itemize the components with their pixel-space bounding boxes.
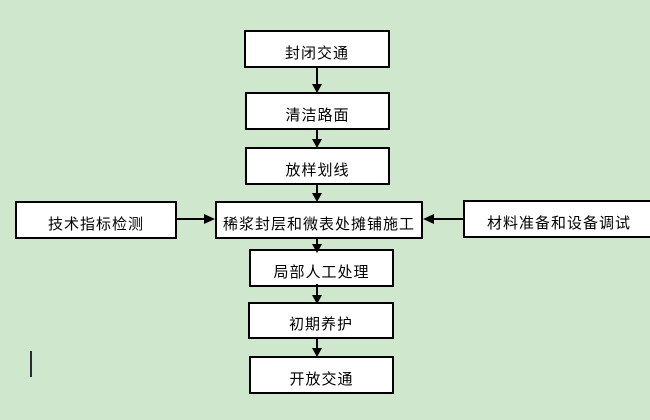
flow-node-open-traffic[interactable]: 开放交通 [249,356,394,394]
arrow-shaft [316,284,318,296]
flow-node-label: 清洁路面 [285,107,350,124]
arrow-head [312,139,322,148]
flow-node-label: 封闭交通 [284,45,349,62]
arrow-shaft [431,218,463,220]
arrow-head [312,193,322,202]
flow-node-label: 局部人工处理 [273,264,370,281]
arrow-down-icon-close-traffic-to-clean-road [312,68,322,93]
arrow-head [312,348,322,357]
text-cursor-caret [30,351,32,377]
flow-node-label: 初期养护 [288,317,353,333]
arrow-shaft [316,239,318,245]
arrow-shaft [177,218,207,220]
flow-node-local-manual[interactable]: 局部人工处理 [249,249,394,287]
arrow-shaft [316,130,318,140]
arrow-shaft [316,185,318,194]
flow-node-label: 技术指标检测 [47,216,144,233]
flow-node-clean-road[interactable]: 清洁路面 [245,92,390,130]
arrow-down-icon-initial-curing-to-open-traffic [312,339,322,357]
flow-node-label: 材料准备和设备调试 [486,215,631,232]
flow-node-close-traffic[interactable]: 封闭交通 [244,30,390,68]
arrow-shaft [316,339,318,349]
arrow-head [312,295,322,304]
arrow-head [204,214,215,224]
arrow-head [312,84,322,93]
arrow-head [423,214,434,224]
arrow-head [312,244,322,253]
arrow-left-icon-material-prep-to-main-construction [423,214,463,224]
arrow-down-icon-local-manual-to-initial-curing [312,284,322,304]
flow-node-material-prep[interactable]: 材料准备和设备调试 [463,200,650,238]
flow-node-label: 稀浆封层和微表处摊铺施工 [222,216,415,233]
flow-node-label: 开放交通 [289,371,354,388]
flow-node-tech-inspection[interactable]: 技术指标检测 [15,201,177,239]
flow-node-layout-marking[interactable]: 放样划线 [245,147,390,185]
arrow-down-icon-layout-marking-to-main-construction [312,185,322,202]
arrow-right-icon-tech-inspection-to-main-construction [177,214,215,224]
arrow-down-icon-clean-road-to-layout-marking [312,130,322,148]
arrow-shaft [316,68,318,85]
flow-node-initial-curing[interactable]: 初期养护 [248,302,394,339]
flow-node-label: 放样划线 [285,162,350,179]
arrow-down-icon-main-construction-to-local-manual [312,239,322,253]
flow-node-main-construction[interactable]: 稀浆封层和微表处摊铺施工 [215,201,423,239]
